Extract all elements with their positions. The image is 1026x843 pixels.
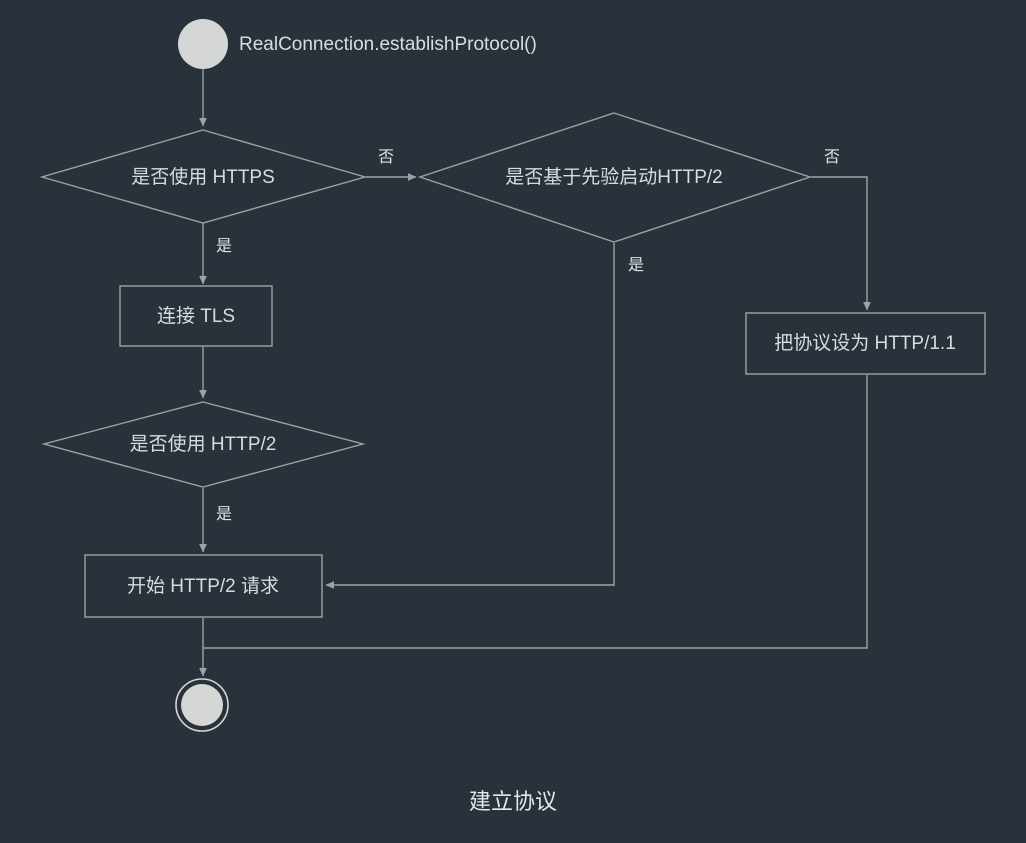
edge-prior-no-to-http11	[811, 176, 871, 311]
edge-label-https-yes: 是	[216, 238, 232, 255]
diagram-title: 建立协议	[469, 789, 557, 814]
decision-use-https-label: 是否使用 HTTPS	[131, 166, 275, 188]
start-node[interactable]	[178, 19, 228, 69]
process-start-http2-request-label: 开始 HTTP/2 请求	[127, 575, 279, 597]
edge-label-prior-yes: 是	[628, 257, 644, 274]
decision-use-http2-label: 是否使用 HTTP/2	[130, 433, 277, 455]
decision-prior-knowledge-http2[interactable]	[417, 112, 813, 243]
decision-prior-knowledge-http2-label: 是否基于先验启动HTTP/2	[505, 166, 722, 188]
edge-prior-yes-to-request	[325, 243, 615, 589]
process-connect-tls-label: 连接 TLS	[157, 305, 235, 327]
edge-http11-to-end	[199, 375, 868, 677]
process-start-http2-request[interactable]	[84, 554, 323, 618]
start-node-label: RealConnection.establishProtocol()	[239, 34, 537, 55]
end-node-ring	[175, 678, 229, 732]
decision-use-https[interactable]	[39, 129, 368, 224]
process-set-protocol-http11-label: 把协议设为 HTTP/1.1	[774, 332, 956, 354]
edge-label-https-no: 否	[378, 149, 394, 166]
decision-use-http2[interactable]	[41, 401, 366, 488]
end-node[interactable]	[181, 684, 223, 726]
edge-label-prior-no: 否	[824, 149, 840, 166]
edge-label-http2-yes: 是	[216, 506, 232, 523]
process-set-protocol-http11[interactable]	[745, 312, 986, 375]
process-connect-tls[interactable]	[119, 285, 273, 347]
